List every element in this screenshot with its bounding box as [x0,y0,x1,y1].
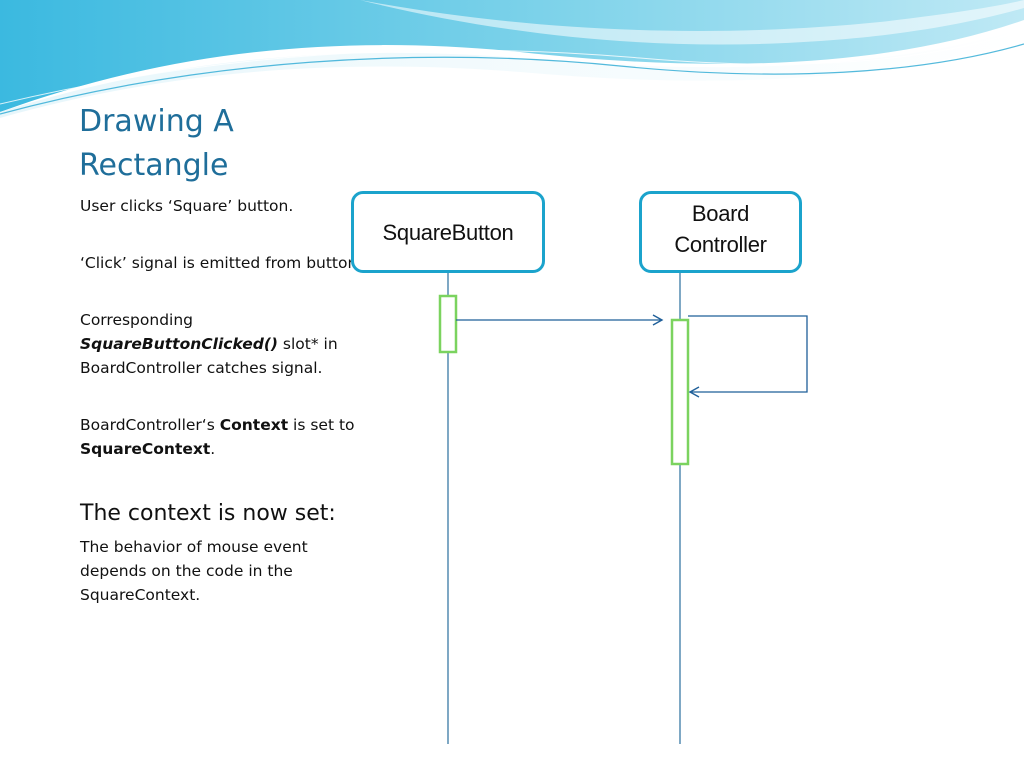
paragraph-mouse-behavior: The behavior of mouse event depends on t… [80,535,308,607]
slide-title-line-1: Drawing A [79,104,234,139]
context-keyword: Context [219,416,289,434]
participant-board-controller-label: Board Controller [674,198,767,260]
participant-board-controller-label-line-1: Board [691,201,750,226]
self-message-arrow [688,315,808,398]
subheading-context-now-set: The context is now set: [80,501,336,526]
paragraph-user-clicks: User clicks ‘Square’ button. [80,194,293,218]
paragraph-mouse-line-1: The behavior of mouse event [80,538,308,556]
context-prefix: BoardController‘s [80,416,220,434]
activation-board-controller [670,318,690,466]
participant-square-button: SquareButton [351,191,545,273]
slide-title: Drawing A Rectangle [79,100,359,188]
activation-square-button [438,294,458,354]
context-period: . [210,440,216,458]
paragraph-slot-line-3: BoardController catches signal. [80,359,323,377]
paragraph-slot-catches: Corresponding SquareButtonClicked() slot… [80,308,338,380]
paragraph-slot-line-1: Corresponding [80,311,194,329]
paragraph-click-signal-text: ‘Click’ signal is emitted from button. [80,254,363,272]
paragraph-user-clicks-text: User clicks ‘Square’ button. [80,197,294,215]
paragraph-context-line-2: SquareContext. [80,437,355,461]
slot-suffix: slot* in [277,335,338,353]
square-context-keyword: SquareContext [80,440,211,458]
slide-title-line-2: Rectangle [79,148,229,183]
paragraph-context-line-1: BoardController‘s Context is set to [80,413,355,437]
slot-name: SquareButtonClicked() [80,335,278,353]
paragraph-context-set: BoardController‘s Context is set to Squa… [80,413,355,461]
paragraph-mouse-line-2: depends on the code in the [80,562,293,580]
paragraph-mouse-line-3: SquareContext. [80,586,201,604]
paragraph-click-signal: ‘Click’ signal is emitted from button. [80,251,362,275]
context-suffix: is set to [288,416,355,434]
paragraph-slot-line-2: SquareButtonClicked() slot* in [80,332,338,356]
participant-square-button-label: SquareButton [382,219,514,245]
participant-board-controller-label-line-2: Controller [674,232,767,257]
participant-board-controller: Board Controller [639,191,802,273]
